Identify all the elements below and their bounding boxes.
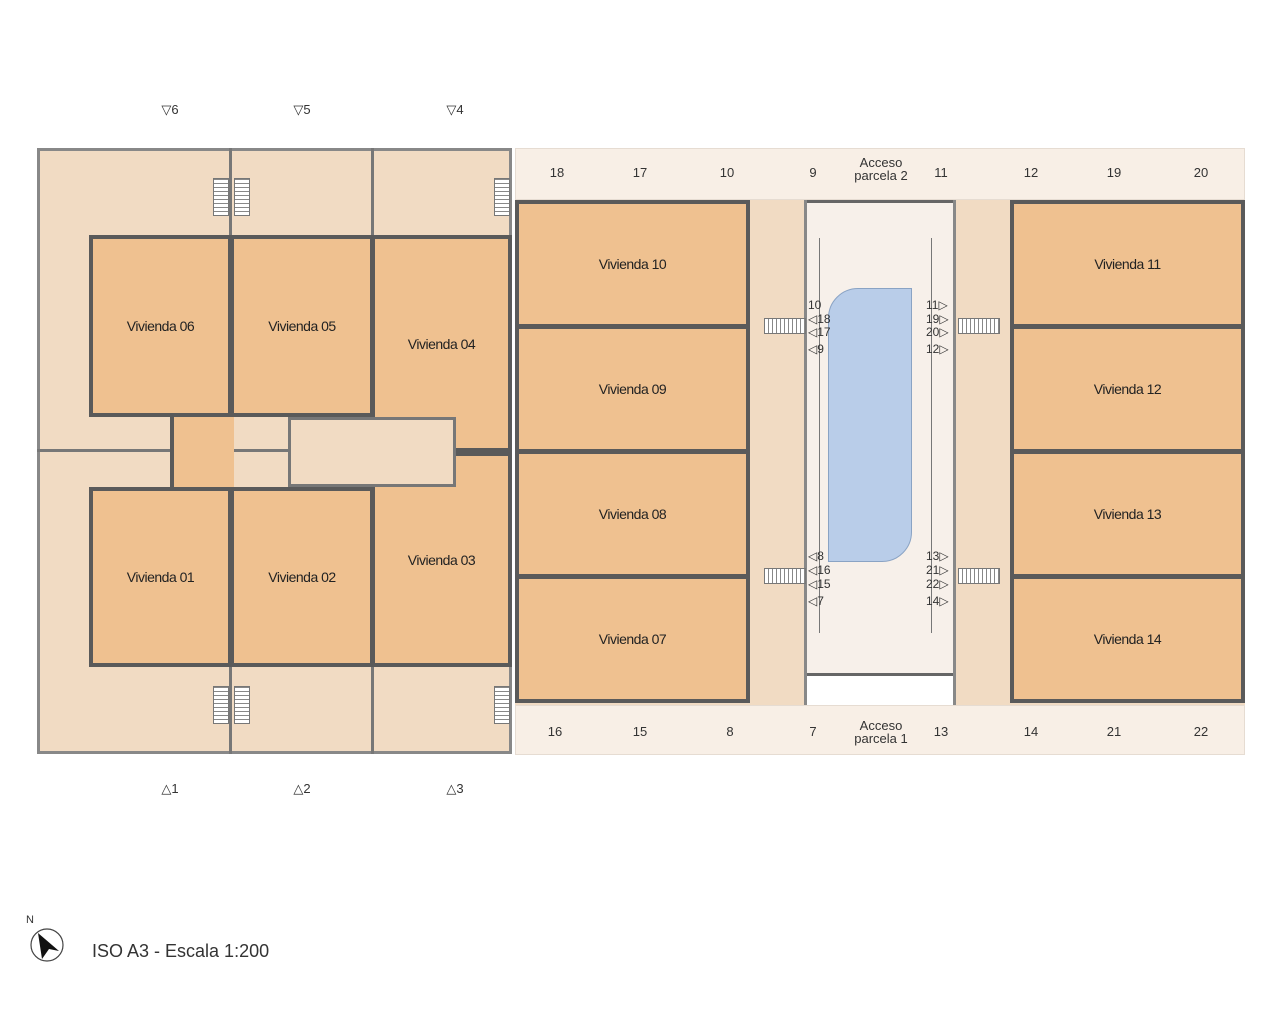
entry-number: 14▷	[926, 594, 949, 608]
access-number: 7	[809, 724, 817, 739]
access-number: 16	[547, 724, 563, 739]
stair	[764, 568, 806, 584]
unit-vivienda-01: Vivienda 01	[89, 487, 232, 667]
stair	[213, 178, 229, 216]
unit-vivienda-12: Vivienda 12	[1010, 325, 1245, 453]
entry-number: 20▷	[926, 325, 949, 339]
stair	[234, 686, 250, 724]
access-number: 15	[632, 724, 648, 739]
entry-number: ◁16	[808, 563, 831, 577]
entry-number: 12▷	[926, 342, 949, 356]
unit-vivienda-08: Vivienda 08	[515, 450, 750, 578]
stair	[958, 568, 1000, 584]
access-number: 12	[1023, 165, 1039, 180]
unit-vivienda-02: Vivienda 02	[230, 487, 374, 667]
access-number: 17	[632, 165, 648, 180]
access-number: 19	[1106, 165, 1122, 180]
entry-number: ◁8	[808, 549, 824, 563]
entry-number: 10	[808, 298, 822, 312]
unit-vivienda-14: Vivienda 14	[1010, 575, 1245, 703]
access-number: 9	[809, 165, 817, 180]
stair	[213, 686, 229, 724]
entry-number: ◁15	[808, 577, 831, 591]
stair	[234, 178, 250, 216]
north-arrow-icon	[30, 928, 64, 962]
access-number: 10	[719, 165, 735, 180]
access-number: 21	[1106, 724, 1122, 739]
stair	[764, 318, 806, 334]
stair	[494, 686, 510, 724]
pool	[828, 288, 912, 562]
access-number: 11	[934, 165, 948, 180]
stair	[494, 178, 510, 216]
top-access-strip	[515, 148, 1245, 200]
building-marker: ▽4	[446, 102, 464, 117]
link-block	[170, 417, 234, 487]
unit-vivienda-11: Vivienda 11	[1010, 200, 1245, 328]
access-number: 13	[933, 724, 949, 739]
building-marker: △1	[161, 781, 179, 796]
unit-vivienda-10: Vivienda 10	[515, 200, 750, 328]
building-marker: △2	[293, 781, 311, 796]
unit-vivienda-13: Vivienda 13	[1010, 450, 1245, 578]
entry-number: ◁7	[808, 594, 824, 608]
unit-vivienda-06: Vivienda 06	[89, 235, 232, 417]
access-number: 18	[549, 165, 565, 180]
entry-number: 22▷	[926, 577, 949, 591]
unit-vivienda-09: Vivienda 09	[515, 325, 750, 453]
unit-vivienda-03: Vivienda 03	[371, 452, 512, 667]
building-marker: ▽5	[293, 102, 311, 117]
access-parcela-1-label: Acceso parcela 1	[854, 718, 908, 746]
access-number: 22	[1193, 724, 1209, 739]
north-label: N	[26, 914, 34, 926]
access-number: 8	[726, 724, 734, 739]
entry-number: ◁17	[808, 325, 831, 339]
entry-number: ◁9	[808, 342, 824, 356]
access-number: 20	[1193, 165, 1209, 180]
entry-number: 13▷	[926, 549, 949, 563]
unit-vivienda-04: Vivienda 04	[371, 235, 512, 452]
access-number: 14	[1023, 724, 1039, 739]
entry-number: ◁18	[808, 312, 831, 326]
scale-label: ISO A3 - Escala 1:200	[92, 941, 270, 961]
path-line	[931, 238, 932, 633]
entry-number: 19▷	[926, 312, 949, 326]
stair	[958, 318, 1000, 334]
bottom-access-strip	[515, 705, 1245, 755]
building-marker: △3	[446, 781, 464, 796]
access-parcela-2-label: Acceso parcela 2	[854, 155, 908, 183]
patio	[288, 417, 456, 487]
unit-vivienda-05: Vivienda 05	[230, 235, 374, 417]
unit-vivienda-07: Vivienda 07	[515, 575, 750, 703]
entry-number: 11▷	[926, 298, 948, 312]
building-marker: ▽6	[161, 102, 179, 117]
path-line	[819, 238, 820, 633]
divider	[37, 449, 512, 452]
entry-number: 21▷	[926, 563, 949, 577]
